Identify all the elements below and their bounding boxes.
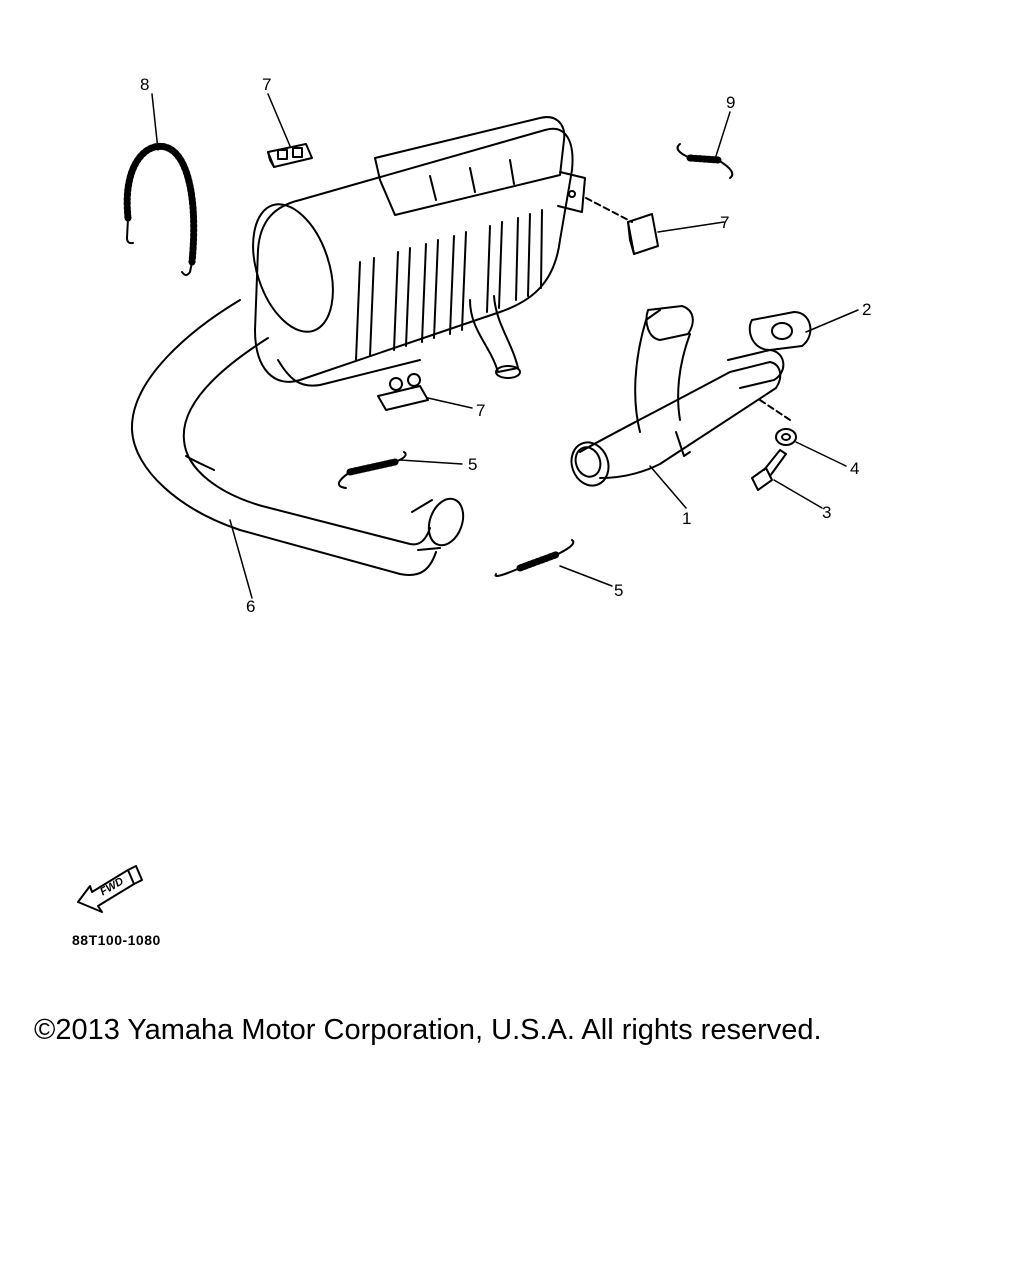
exhaust-parts-diagram: 1 2 3 4 5 5 6 7 7 7 8 9: [123, 75, 871, 616]
callout-4: 4: [850, 459, 859, 478]
callout-labels: 1 2 3 4 5 5 6 7 7 7 8 9: [140, 75, 871, 616]
callout-7-top: 7: [262, 75, 271, 94]
part-7-bottom-pad: [377, 373, 429, 411]
part-7-top-pad: [267, 143, 313, 168]
part-4-washer: [775, 428, 797, 446]
part-6-exhaust-pipe: [130, 299, 465, 576]
part-1-manifold: [570, 305, 785, 487]
part-3-bolt: [751, 449, 787, 491]
callout-5-upper: 5: [468, 455, 477, 474]
part-8-long-spring: [123, 142, 198, 276]
callout-3: 3: [822, 503, 831, 522]
part-2-gasket: [748, 311, 812, 351]
fwd-label: FWD: [98, 875, 126, 898]
part-5-lower-spring: [494, 539, 575, 577]
forward-arrow-icon: FWD: [77, 865, 143, 913]
leader-lines: [151, 93, 859, 599]
callout-1: 1: [682, 509, 691, 528]
link-line: [585, 197, 633, 223]
copyright-notice: ©2013 Yamaha Motor Corporation, U.S.A. A…: [34, 1014, 822, 1046]
callout-7-right: 7: [720, 213, 729, 232]
callout-7-bottom: 7: [476, 401, 485, 420]
callout-8: 8: [140, 75, 149, 94]
callout-9: 9: [726, 93, 735, 112]
link-line: [759, 399, 791, 421]
part-7-right-pad: [627, 213, 659, 255]
muffler: [252, 116, 586, 387]
callout-6: 6: [246, 597, 255, 616]
diagram-code: 88T100-1080: [72, 932, 161, 948]
part-9-small-spring: [676, 143, 734, 179]
callout-5-lower: 5: [614, 581, 623, 600]
callout-2: 2: [862, 300, 871, 319]
part-5-upper-spring: [338, 451, 407, 489]
